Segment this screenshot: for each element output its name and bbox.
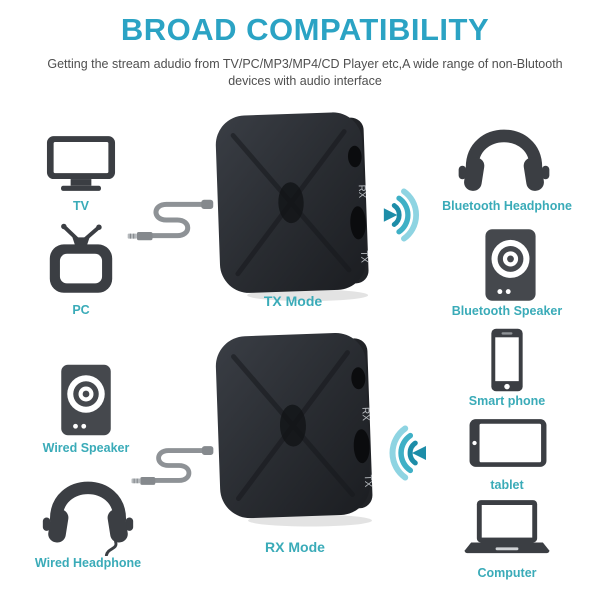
aux-cable-icon xyxy=(127,199,214,241)
subtitle-line-2: devices with audio interface xyxy=(228,74,382,88)
wired-speaker-icon xyxy=(61,364,111,436)
adapter-side-label-rx: RX xyxy=(359,407,370,422)
headphone-icon xyxy=(458,129,550,191)
tablet-icon xyxy=(469,419,547,467)
adapter-side-label-rx: RX xyxy=(356,184,367,198)
adapter-side-label-tx: TX xyxy=(358,250,369,263)
smartphone-icon xyxy=(491,328,523,392)
computer-label: Computer xyxy=(477,566,537,580)
smart-phone-label: Smart phone xyxy=(468,394,546,408)
bluetooth-adapter-tx: RX TX xyxy=(215,112,369,302)
bluetooth-signal-right-icon xyxy=(383,188,419,242)
bluetooth-signal-left-icon xyxy=(389,425,426,481)
bluetooth-speaker-label: Bluetooth Speaker xyxy=(451,304,563,318)
pc-label: PC xyxy=(72,303,90,317)
tv-label: TV xyxy=(73,199,89,213)
tablet-label: tablet xyxy=(490,478,524,492)
wired-headphone-icon xyxy=(42,481,134,556)
wired-speaker-label: Wired Speaker xyxy=(42,441,130,455)
wired-headphone-label: Wired Headphone xyxy=(34,556,142,570)
subtitle-line-1: Getting the stream adudio from TV/PC/MP3… xyxy=(47,57,563,71)
bluetooth-headphone-label: Bluetooth Headphone xyxy=(442,199,572,213)
page-title: BROAD COMPATIBILITY xyxy=(120,12,490,47)
speaker-icon xyxy=(485,229,536,301)
retro-tv-icon xyxy=(49,223,113,293)
laptop-icon xyxy=(464,500,550,554)
tx-mode-label: TX Mode xyxy=(263,293,323,309)
aux-cable-icon xyxy=(131,446,214,485)
rx-mode-label: RX Mode xyxy=(265,539,325,555)
adapter-side-label-tx: TX xyxy=(362,474,373,487)
bluetooth-adapter-rx: RX TX xyxy=(215,333,373,527)
tv-icon xyxy=(46,136,116,191)
